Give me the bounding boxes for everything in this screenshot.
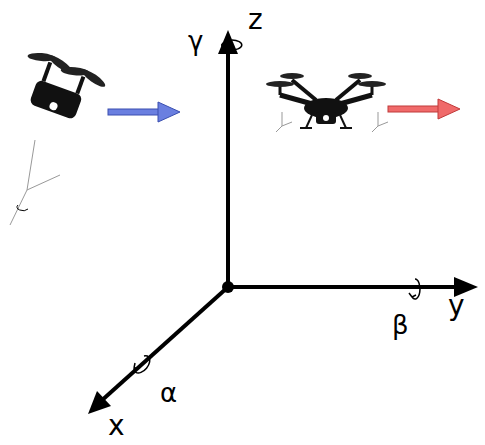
body-frames bbox=[276, 112, 388, 132]
red-motion-arrow bbox=[388, 99, 460, 119]
blue-motion-arrow bbox=[108, 102, 180, 122]
axis-arrowheads bbox=[88, 30, 478, 414]
rotation-label: β bbox=[392, 312, 409, 338]
origin-dot bbox=[222, 281, 234, 293]
axis-label: y bbox=[448, 292, 465, 320]
axis-label: z bbox=[248, 6, 263, 34]
rotation-label: γ bbox=[188, 28, 203, 54]
coordinate-axes bbox=[100, 48, 460, 402]
tilted-drone bbox=[11, 45, 110, 126]
body-frame bbox=[10, 140, 60, 225]
axis-label: x bbox=[108, 412, 125, 440]
rotation-symbols bbox=[134, 40, 420, 373]
level-drone bbox=[266, 73, 386, 128]
rotation-label: α bbox=[160, 380, 177, 406]
